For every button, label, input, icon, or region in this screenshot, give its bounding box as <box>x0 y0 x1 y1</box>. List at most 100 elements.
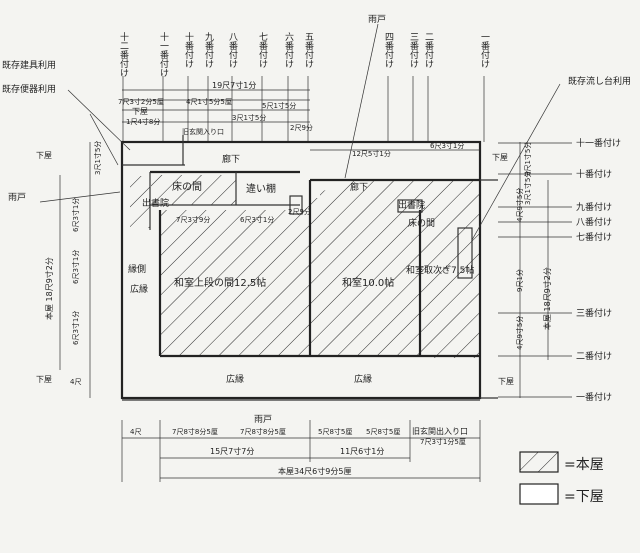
grid-top-label-8: 四番付け <box>383 32 394 68</box>
dim-left-l3: 6尺3寸1分 <box>71 198 80 232</box>
room-mid: 和室10.0帖 <box>342 276 394 289</box>
main-house-hatch <box>130 175 480 358</box>
dim-bottom-b9: 本屋34尺6寸9分5厘 <box>278 466 351 476</box>
grid-top-label-7: 五番付け <box>303 32 314 68</box>
grid-right-label-7: 一番付け <box>576 391 612 403</box>
leader-sink <box>471 83 561 241</box>
dim-left-l4: 6尺3寸1分 <box>71 250 80 284</box>
callout-existing-toilet: 既存便器利用 <box>2 83 56 95</box>
legend-lean-to: =下屋 <box>564 489 604 505</box>
room-corridor-mid: 廊下 <box>350 181 368 193</box>
dim-bottom-b4: 5尺8寸5厘 <box>318 427 352 436</box>
callouts: 既存建具利用 既存便器利用 雨戸 雨戸 既存流し台利用 <box>2 14 631 203</box>
room-toilet-label: 下屋 <box>132 107 148 116</box>
legend: =本屋 =下屋 <box>519 451 604 505</box>
callout-rain-door-left: 雨戸 <box>8 192 26 203</box>
hatch-tokonoma <box>151 175 236 205</box>
dims-top: 19尺7寸1分 7尺3寸2分5厘 4尺1寸5分5厘 5尺1寸5分 3尺1寸5分 … <box>118 80 464 158</box>
room-toilet-entry: 旧玄関入り口 <box>182 127 224 136</box>
dim-right-r7: 下屋 <box>492 153 508 162</box>
grid-top-label-9: 三番付け <box>408 32 419 68</box>
column-marker <box>289 195 303 215</box>
grid-top-label-6: 六番付け <box>283 31 294 68</box>
dim-right-r3: 3尺1寸5分 <box>523 171 532 205</box>
dim-left-l2: 3尺1寸5分 <box>93 141 102 175</box>
grid-right-label-0: 十一番付け <box>576 137 621 149</box>
grid-top-label-10: 二番付け <box>423 32 434 68</box>
hatch-main-room <box>160 180 480 358</box>
dim-top-d4: 5尺1寸5分 <box>262 101 296 110</box>
room-shoin-right: 出書院 <box>398 199 425 211</box>
grid-right-label-5: 三番付け <box>576 307 612 319</box>
callout-existing-fixture: 既存建具利用 <box>2 59 56 71</box>
room-small-dim: 2尺9分 <box>288 207 311 216</box>
grid-right-label-6: 二番付け <box>576 350 612 362</box>
room-right: 和室取次ぎ7.5帖 <box>406 264 474 276</box>
legend-blank-swatch <box>519 483 559 505</box>
room-corridor-top: 廊下 <box>222 153 240 165</box>
dim-bottom-b5: 5尺8寸5厘 <box>366 427 400 436</box>
wall-outer <box>120 140 482 400</box>
dim-right-r4: 9尺1分 <box>515 269 524 292</box>
dim-left-l7: 4尺 <box>70 378 81 386</box>
dim-bottom-b3: 7尺8寸8分5厘 <box>240 427 286 436</box>
leader-rain-left <box>39 191 121 203</box>
dim-bottom-b1: 4尺 <box>130 428 141 436</box>
dim-bottom-b8: 11尺6寸1分 <box>340 446 384 456</box>
grid-right-label-2: 九番付け <box>576 201 612 213</box>
dim-top-d7: 6尺3寸1分 <box>430 141 464 150</box>
grid-right-label-4: 七番付け <box>576 231 612 243</box>
grid-right-label-3: 八番付け <box>576 216 612 228</box>
dim-right-r2: 4尺9寸5分 <box>515 188 524 222</box>
hatch-shoin-left <box>130 176 150 228</box>
room-hiroen-bottom2: 広縁 <box>354 373 372 385</box>
sink-fixture <box>457 227 473 279</box>
room-old-entrance: 旧玄関出入り口 <box>412 426 468 436</box>
room-shoin-dim: 6尺3寸1分 <box>240 215 274 224</box>
grid-top-label-0: 十二番付け <box>118 31 129 77</box>
grid-top-label-3: 九番付け <box>203 32 214 68</box>
dim-bottom-b2: 7尺8寸8分5厘 <box>172 427 218 436</box>
room-labels: 下屋 旧玄関入り口 廊下 床の間 違い棚 出書院 7尺3寸9分 6尺3寸1分 2… <box>128 107 474 436</box>
dim-left-l8: 下屋 <box>36 375 52 384</box>
room-chigaidana: 違い棚 <box>246 182 276 195</box>
grid-top-label-2: 十番付け <box>183 31 194 68</box>
dim-right-r8: 下屋 <box>498 377 514 386</box>
dim-top-d2: 4尺1寸5分5厘 <box>186 97 232 106</box>
room-shoin: 出書院 <box>142 197 169 209</box>
dim-left-l5: 6尺3寸1分 <box>71 311 80 345</box>
room-chigaidana-dim: 7尺3寸9分 <box>176 215 210 224</box>
dim-top-d9: 1尺4寸8分 <box>126 117 160 126</box>
grid-top-labels: 十二番付け十一番付け十番付け九番付け八番付け七番付け六番付け五番付け四番付け三番… <box>118 31 490 77</box>
dim-bottom-b7: 15尺7寸7分 <box>210 446 254 456</box>
room-rain-door-bottom: 雨戸 <box>254 414 272 425</box>
legend-hatch-swatch <box>519 451 559 473</box>
room-tokonoma-right: 床の間 <box>408 217 435 229</box>
room-hiroen-left: 広縁 <box>130 283 148 295</box>
grid-top-label-4: 八番付け <box>227 32 238 68</box>
room-engawa-left: 縁側 <box>128 263 146 275</box>
dim-top-d8: 12尺5寸1分 <box>352 149 391 158</box>
dim-right-r5: 4尺9寸5分 <box>515 316 524 350</box>
dim-top-d3: 19尺7寸1分 <box>212 80 256 90</box>
room-hiroen-bottom1: 広縁 <box>226 373 244 385</box>
legend-main-house: =本屋 <box>564 457 604 473</box>
dim-bottom-b6: 7尺3寸1分5厘 <box>420 437 466 446</box>
grid-right-label-1: 十番付け <box>576 168 612 180</box>
grid-lines <box>122 76 572 398</box>
grid-top-label-11: 一番付け <box>479 32 490 68</box>
room-tokonoma: 床の間 <box>172 180 202 193</box>
leader-toilet <box>67 89 131 151</box>
dim-left-l6: 本屋 18尺9寸2分 <box>44 257 54 320</box>
grid-top-label-5: 七番付け <box>257 32 268 68</box>
leader-rain-top <box>344 23 379 179</box>
leader-fixture <box>89 113 119 166</box>
dim-top-d1: 7尺3寸2分5厘 <box>118 97 164 106</box>
dim-top-d5: 3尺1寸5分 <box>232 113 266 122</box>
callout-rain-door-top: 雨戸 <box>368 14 386 25</box>
dim-right-r1: 3尺1寸5分 <box>523 142 532 176</box>
shoin-fixture <box>397 199 423 213</box>
dim-top-d6: 2尺9分 <box>290 123 313 132</box>
